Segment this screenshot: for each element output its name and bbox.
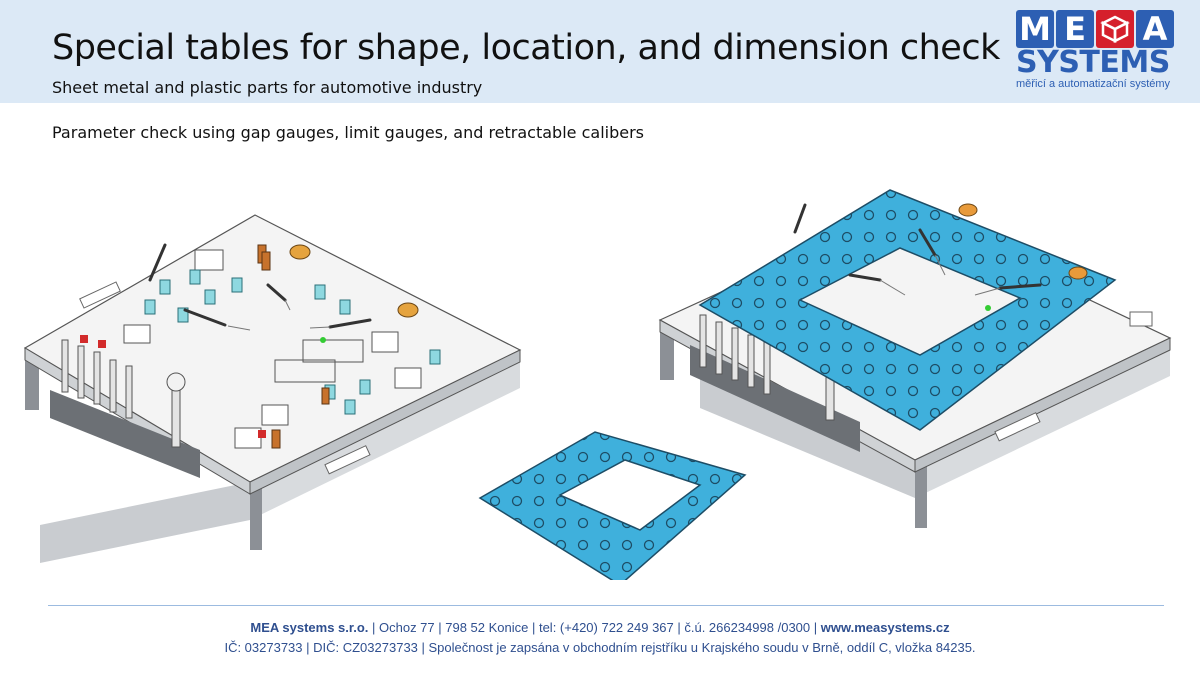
logo-wordmark: SYSTEMS bbox=[1016, 45, 1170, 80]
footer-registration-line: IČ: 03273733 | DIČ: CZ03273733 | Společn… bbox=[224, 640, 976, 655]
logo-letter-a: A bbox=[1136, 10, 1174, 48]
header-band: Special tables for shape, location, and … bbox=[0, 0, 1200, 103]
website-link[interactable]: www.measystems.cz bbox=[820, 620, 950, 635]
logo-letter-m: M bbox=[1016, 10, 1054, 48]
blue-sheet-part-standalone bbox=[478, 431, 747, 586]
company-name: MEA systems s.r.o. bbox=[250, 620, 369, 635]
page-title: Special tables for shape, location, and … bbox=[52, 28, 1000, 68]
footer-divider bbox=[48, 605, 1164, 606]
left-check-fixture bbox=[23, 214, 522, 563]
right-check-fixture bbox=[658, 189, 1172, 528]
page-subtitle: Sheet metal and plastic parts for automo… bbox=[52, 78, 483, 97]
footer-contact-line: MEA systems s.r.o. | Ochoz 77 | 798 52 K… bbox=[0, 620, 1200, 635]
mea-systems-logo: M E A SYSTEMS měřicí a automatizační sys… bbox=[1016, 10, 1186, 94]
fixture-illustration bbox=[0, 160, 1200, 586]
logo-letter-e: E bbox=[1056, 10, 1094, 48]
logo-tagline: měřicí a automatizační systémy bbox=[1016, 78, 1171, 90]
company-address: | Ochoz 77 | 798 52 Konice | tel: (+420)… bbox=[368, 620, 821, 635]
intro-text: Parameter check using gap gauges, limit … bbox=[52, 123, 644, 142]
logo-letters: M E A bbox=[1016, 10, 1186, 48]
cube-icon bbox=[1096, 10, 1134, 48]
